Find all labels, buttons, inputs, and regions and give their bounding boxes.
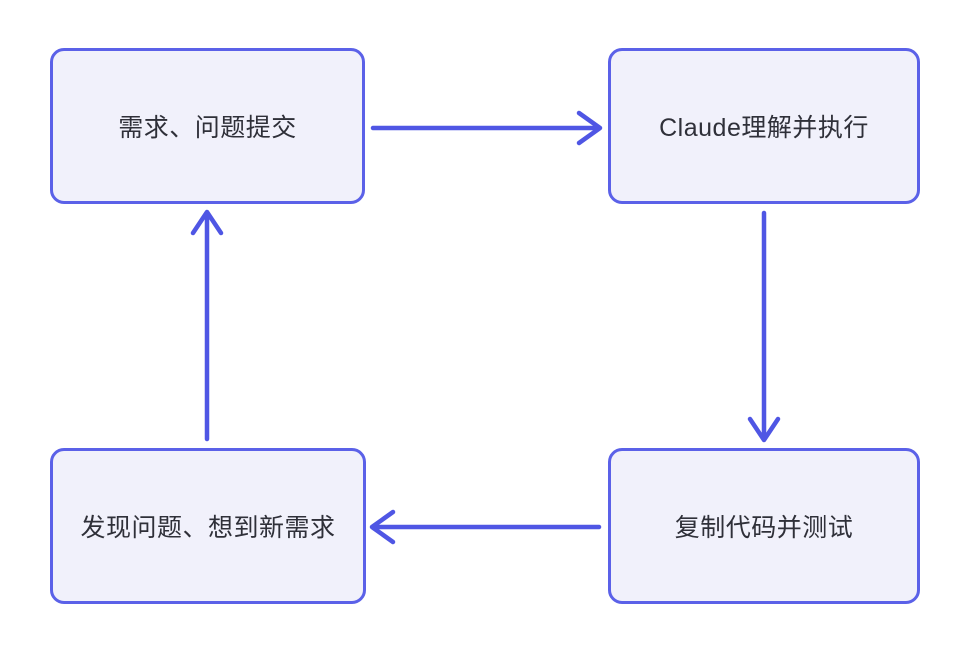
arrow-up-icon [190,209,224,442]
node-claude-executes: Claude理解并执行 [608,48,920,204]
node-label: Claude理解并执行 [659,114,869,142]
arrow-left-icon [369,509,602,545]
node-label: 需求、问题提交 [118,114,297,142]
node-new-requirements: 发现问题、想到新需求 [50,448,366,604]
node-requirement-submit: 需求、问题提交 [50,48,365,204]
arrow-down-icon [747,210,781,443]
arrow-right-icon [370,110,603,146]
node-label: 发现问题、想到新需求 [80,514,336,542]
node-label: 复制代码并测试 [674,514,854,542]
node-copy-and-test: 复制代码并测试 [608,448,920,604]
